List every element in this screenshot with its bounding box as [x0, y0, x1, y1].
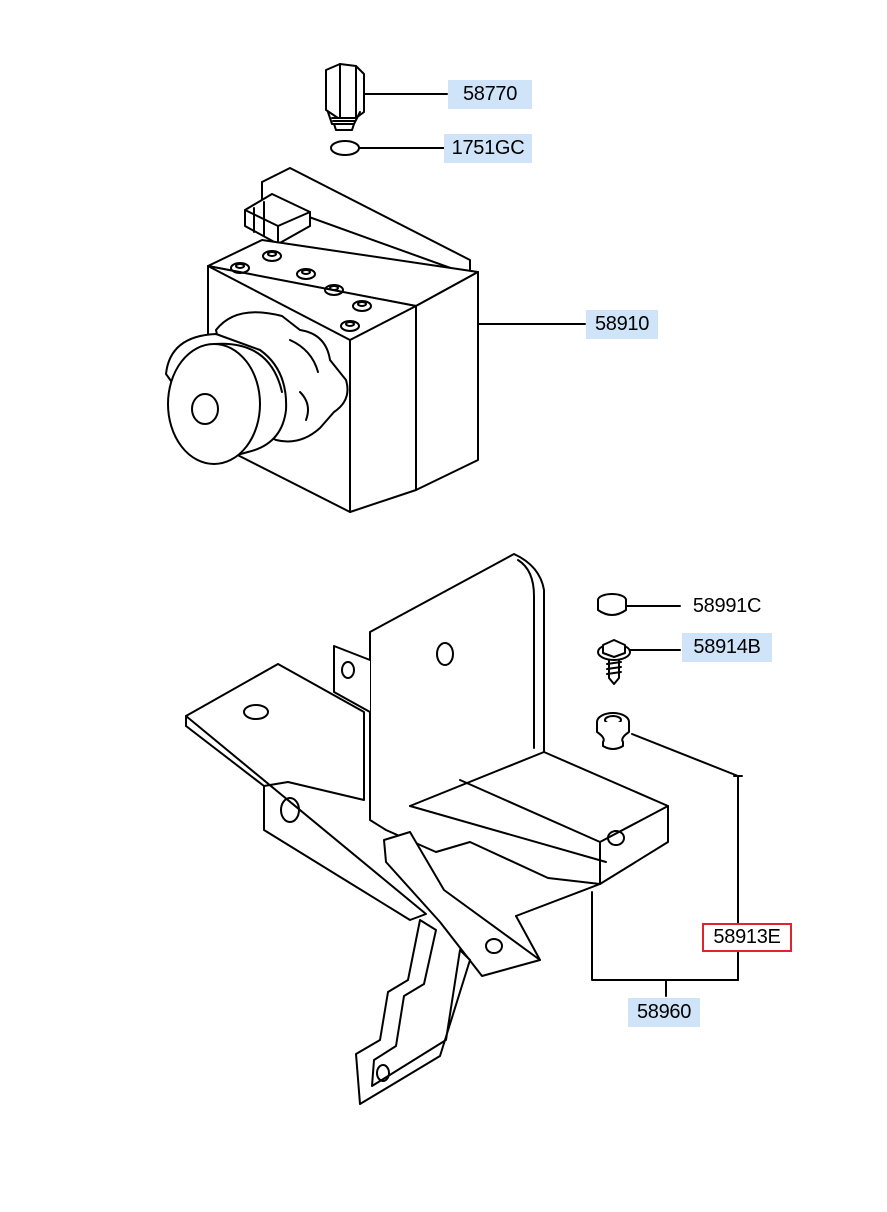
callout-58960[interactable]: 58960 — [628, 998, 700, 1027]
callout-58914b[interactable]: 58914B — [682, 633, 772, 662]
cap-part[interactable] — [598, 594, 626, 615]
mounting-bracket-part[interactable] — [186, 554, 668, 1104]
flange-bolt-part[interactable] — [598, 640, 630, 684]
callout-58910[interactable]: 58910 — [586, 310, 658, 339]
abs-modulator-part[interactable] — [166, 168, 478, 512]
bleeder-screw-part[interactable] — [326, 64, 364, 130]
grommet-part[interactable] — [597, 713, 629, 749]
callout-1751gc[interactable]: 1751GC — [444, 134, 532, 163]
callout-58770[interactable]: 58770 — [448, 80, 532, 109]
o-ring-part[interactable] — [330, 140, 360, 156]
callout-58913e[interactable]: 58913E — [702, 923, 792, 952]
leader-line-58960 — [591, 891, 739, 981]
callout-58991c[interactable]: 58991C — [692, 595, 762, 617]
